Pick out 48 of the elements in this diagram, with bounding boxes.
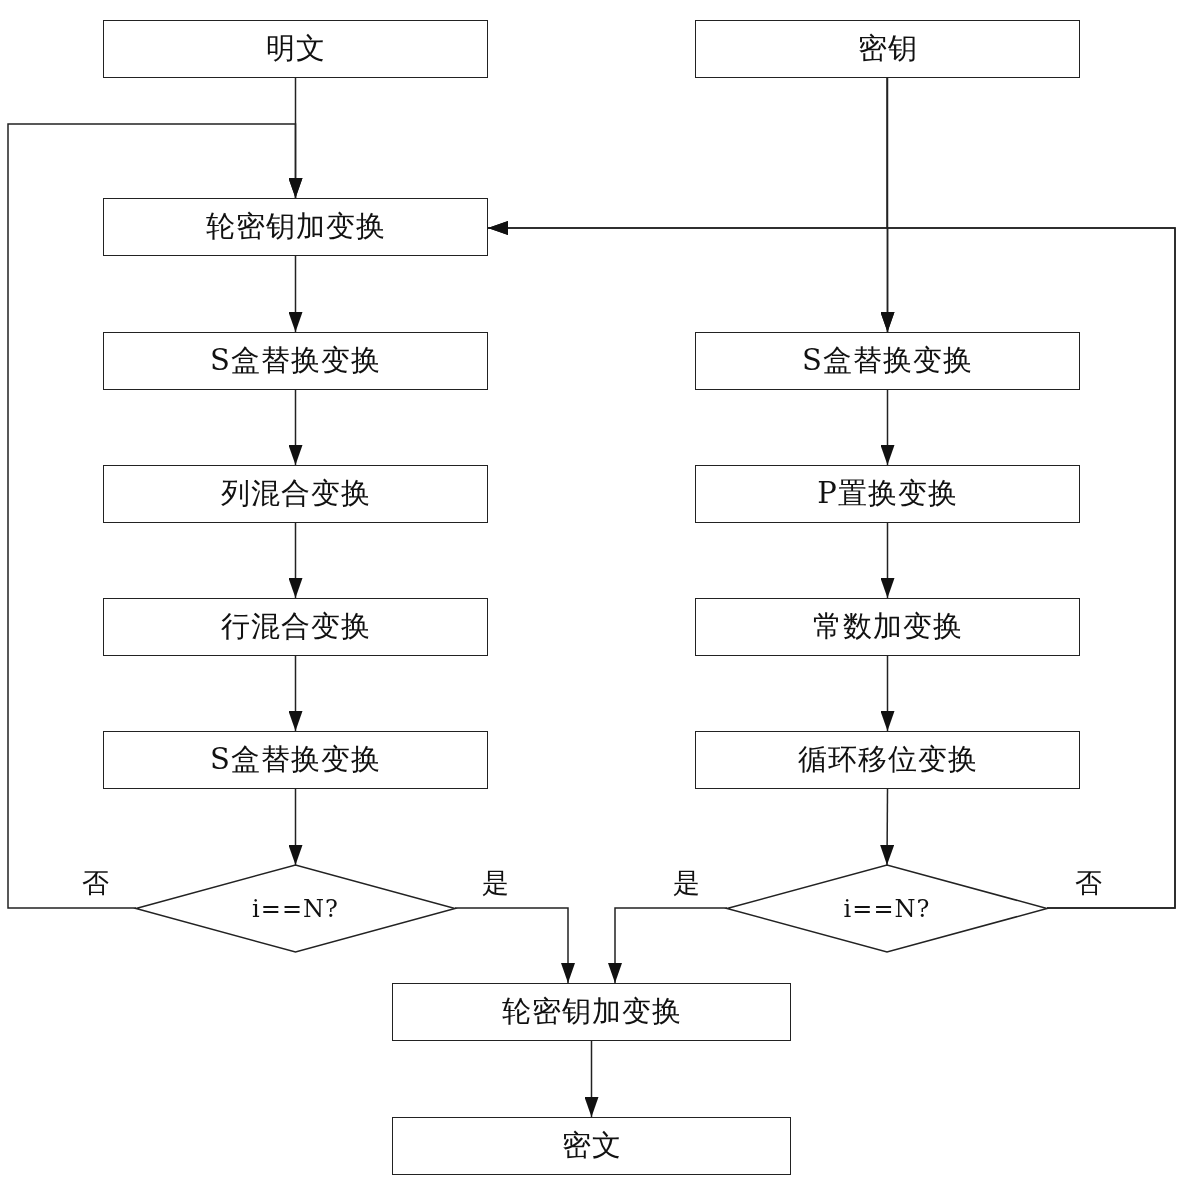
node-text: 明文 (265, 30, 326, 67)
arrow (880, 227, 1176, 909)
node-text: 密钥 (857, 30, 918, 67)
process-box (103, 731, 488, 789)
decision-diamond (727, 865, 1047, 952)
node-text: 循环移位变换 (797, 741, 978, 778)
node-text: S盒替换变换 (210, 342, 381, 379)
edge-label: 否 (1074, 866, 1102, 900)
process-box (103, 598, 488, 656)
node-text: P置换变换 (817, 475, 958, 512)
process-box (695, 465, 1080, 523)
arrow (880, 655, 895, 732)
process-box (695, 598, 1080, 656)
node-text: 常数加变换 (812, 608, 963, 645)
process-box (103, 465, 488, 523)
node-text: 列混合变换 (220, 475, 371, 512)
process-box (695, 731, 1080, 789)
arrow (288, 522, 303, 599)
arrow (288, 655, 303, 732)
arrow (880, 389, 895, 466)
node-text: 行混合变换 (220, 608, 371, 645)
process-box (103, 198, 488, 256)
decision-diamond (136, 865, 455, 952)
arrow (288, 255, 303, 333)
edge-label: 是 (672, 866, 700, 900)
process-box (392, 1117, 791, 1175)
node-text: i==N? (843, 894, 931, 923)
arrow (288, 788, 303, 866)
edge-label: 是 (481, 866, 509, 900)
node-text: S盒替换变换 (802, 342, 973, 379)
process-box (392, 983, 791, 1041)
node-text: 密文 (561, 1127, 622, 1164)
edge-label: 否 (81, 866, 109, 900)
arrow (288, 389, 303, 466)
arrow (7, 123, 303, 909)
process-box (103, 332, 488, 390)
arrow (584, 1040, 599, 1118)
node-text: i==N? (252, 894, 339, 923)
node-text: 轮密钥加变换 (205, 208, 386, 245)
node-text: S盒替换变换 (210, 741, 381, 778)
arrow (608, 907, 728, 984)
arrow (880, 788, 895, 866)
node-text: 轮密钥加变换 (501, 993, 682, 1030)
process-box (103, 20, 488, 78)
process-box (695, 20, 1080, 78)
process-box (695, 332, 1080, 390)
arrow (454, 907, 575, 984)
arrow (880, 522, 895, 599)
